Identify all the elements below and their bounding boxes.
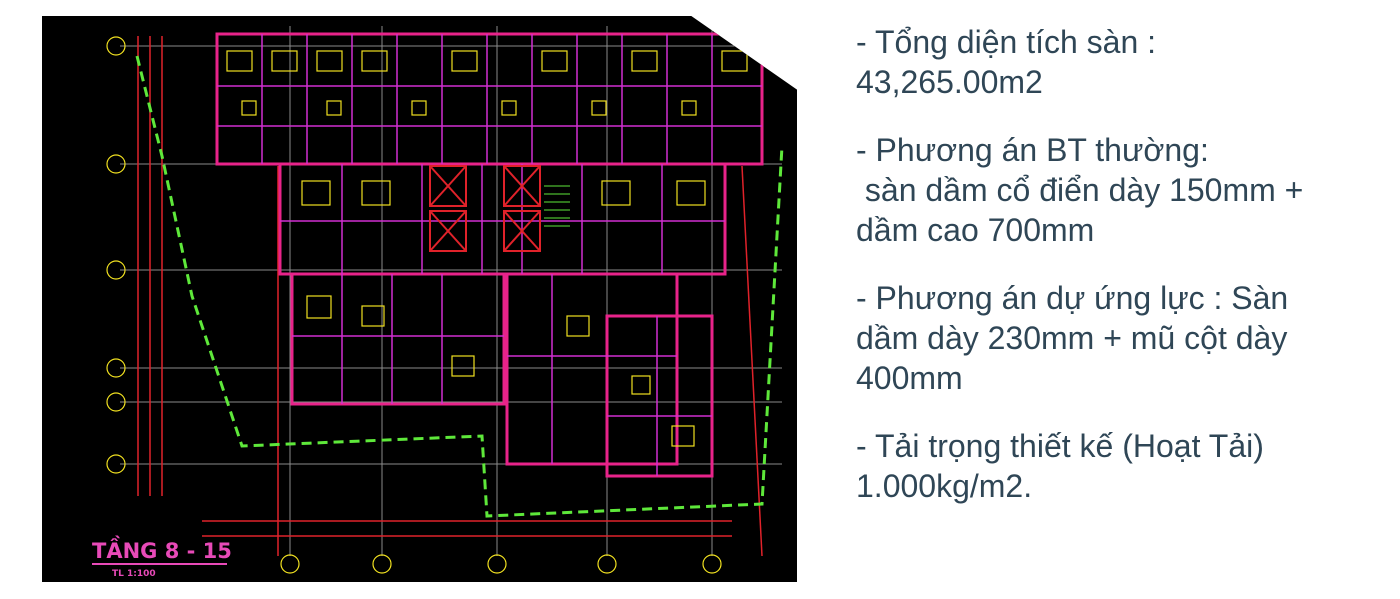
grid-bubbles-left	[106, 36, 126, 474]
spec-design-load: - Tải trọng thiết kế (Hoạt Tải) 1.000kg/…	[856, 426, 1376, 506]
spec-line: 43,265.00m2	[856, 64, 1043, 100]
spec-line: dầm dày 230mm + mũ cột dày	[856, 320, 1288, 356]
spec-line: dầm cao 700mm	[856, 212, 1095, 248]
furniture	[226, 50, 748, 447]
scale-label: TL 1:100	[112, 569, 156, 579]
spec-line: - Tổng diện tích sàn :	[856, 24, 1157, 60]
site-boundary	[135, 55, 784, 518]
room-partitions	[217, 34, 762, 476]
building-walls	[215, 32, 764, 478]
floor-plan-svg: TẦNG 8 - 15 TL 1:100	[92, 26, 784, 579]
elevator-core	[429, 165, 541, 252]
stair-core	[544, 185, 570, 227]
spec-line: - Tải trọng thiết kế (Hoạt Tải)	[856, 428, 1264, 464]
spec-prestressed-option: - Phương án dự ứng lực : Sàn dầm dày 230…	[856, 278, 1376, 398]
spec-line: - Phương án BT thường:	[856, 132, 1209, 168]
dimension-lines	[137, 36, 763, 557]
spec-line: - Phương án dự ứng lực : Sàn	[856, 280, 1289, 316]
floor-plan-drawing: TẦNG 8 - 15 TL 1:100	[42, 16, 797, 582]
spec-conventional-option: - Phương án BT thường: sàn dầm cổ điển d…	[856, 130, 1376, 250]
spec-floor-area: - Tổng diện tích sàn : 43,265.00m2	[856, 22, 1376, 102]
floor-label: TẦNG 8 - 15	[92, 535, 232, 563]
spec-line: 400mm	[856, 360, 963, 396]
spec-line: sàn dầm cổ điển dày 150mm +	[856, 172, 1304, 208]
spec-text-panel: - Tổng diện tích sàn : 43,265.00m2 - Phư…	[856, 22, 1376, 534]
spec-line: 1.000kg/m2.	[856, 468, 1033, 504]
grid-bubbles-bottom	[280, 554, 722, 574]
